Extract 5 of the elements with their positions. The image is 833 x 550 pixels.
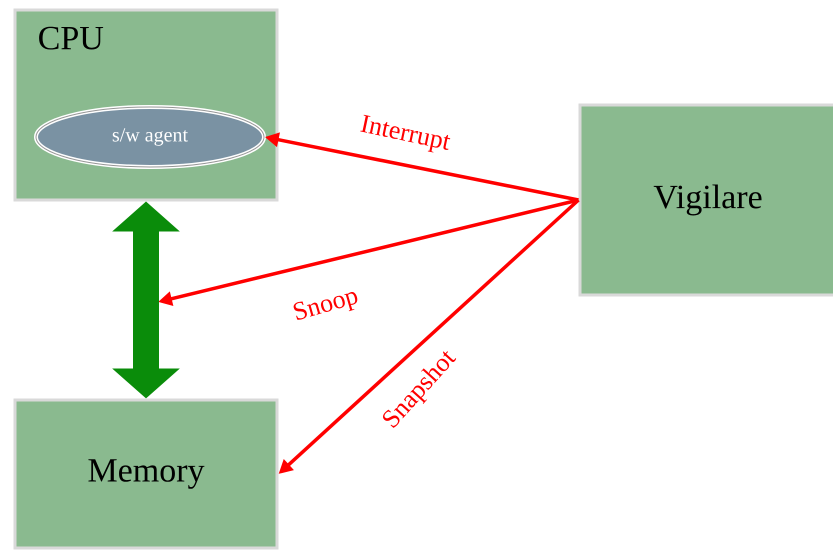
edge-label: Snoop: [290, 284, 362, 328]
edge-label: Interrupt: [356, 113, 454, 157]
process-box: Vigilare: [578, 104, 833, 296]
node-title: CPU: [39, 26, 104, 50]
process-box: Memory: [14, 398, 278, 550]
